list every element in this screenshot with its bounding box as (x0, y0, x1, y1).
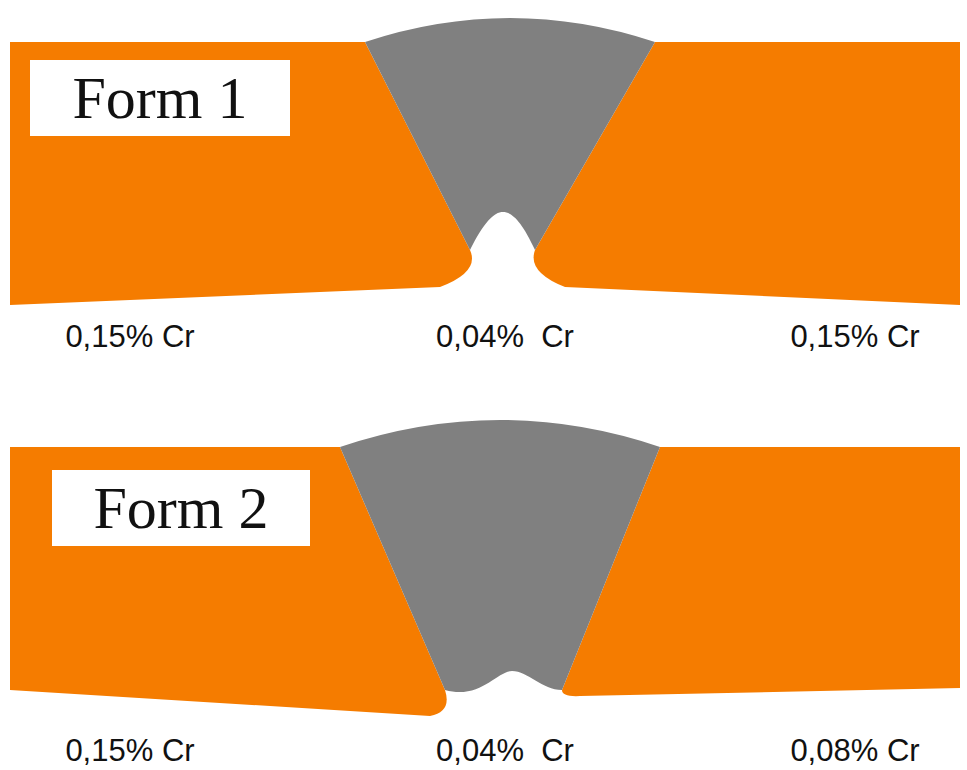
chromium-content: 0,08% Cr (790, 734, 919, 768)
chromium-content: 0,15% Cr (65, 734, 194, 768)
weld-seam (365, 18, 655, 250)
chromium-content: 0,04% Cr (436, 734, 574, 768)
chromium-content: 0,04% Cr (436, 320, 574, 354)
chromium-content: 0,15% Cr (790, 320, 919, 354)
form-title: Form 2 (93, 478, 268, 538)
weld-seam (340, 420, 660, 692)
form-title: Form 1 (72, 68, 247, 128)
chromium-content: 0,15% Cr (65, 320, 194, 354)
form-label-box: Form 1 (30, 60, 290, 136)
form-label-box: Form 2 (52, 470, 310, 546)
